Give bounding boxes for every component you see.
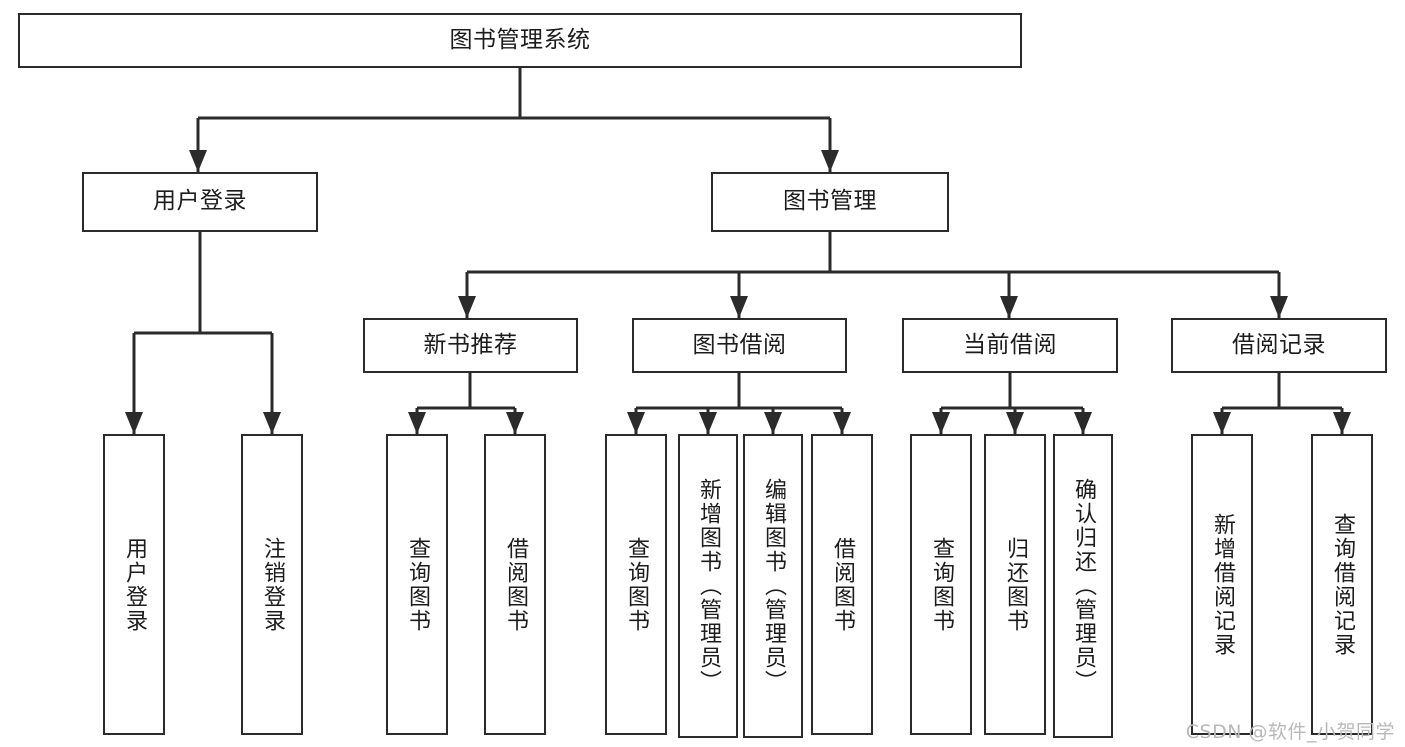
node-leaf-borrow-book-2[interactable]: 借阅图书 — [811, 434, 873, 735]
edge-arrowhead-conn-current-borrow-1 — [1006, 412, 1024, 434]
node-leaf-add-book[interactable]: 新增图书（管理员） — [678, 434, 738, 738]
node-leaf-query-record[interactable]: 查询借阅记录 — [1311, 434, 1373, 735]
node-label-leaf-query-book-3: 查询图书 — [928, 536, 954, 633]
node-leaf-user-logout[interactable]: 注销登录 — [241, 434, 303, 735]
edge-arrowhead-conn-book-borrow-1 — [699, 412, 717, 434]
node-user-login[interactable]: 用户登录 — [82, 172, 318, 232]
edge-arrowhead-conn-user-login-0 — [125, 412, 143, 434]
node-leaf-query-book-2[interactable]: 查询图书 — [605, 434, 667, 735]
node-leaf-query-book-3[interactable]: 查询图书 — [910, 434, 972, 735]
edge-arrowhead-conn-current-borrow-2 — [1074, 412, 1092, 434]
node-label-leaf-borrow-book-2: 借阅图书 — [829, 536, 855, 633]
edge-arrowhead-conn-borrow-record-1 — [1333, 412, 1351, 434]
node-label-current-borrow: 当前借阅 — [963, 331, 1057, 358]
node-label-leaf-query-record: 查询借阅记录 — [1329, 512, 1355, 657]
node-label-root: 图书管理系统 — [449, 26, 591, 53]
node-current-borrow[interactable]: 当前借阅 — [902, 318, 1118, 373]
edge-arrowhead-conn-new-book-rec-0 — [408, 412, 426, 434]
edge-arrowhead-conn-book-manage-0 — [458, 296, 476, 318]
node-leaf-add-record[interactable]: 新增借阅记录 — [1191, 434, 1253, 735]
node-leaf-borrow-book-1[interactable]: 借阅图书 — [484, 434, 546, 735]
node-borrow-record[interactable]: 借阅记录 — [1171, 318, 1387, 373]
node-label-leaf-add-book: 新增图书（管理员） — [695, 478, 721, 694]
node-label-borrow-record: 借阅记录 — [1232, 331, 1326, 358]
node-label-leaf-query-book-1: 查询图书 — [404, 536, 430, 633]
edge-arrowhead-conn-root-0 — [189, 150, 207, 172]
node-label-book-borrow: 图书借阅 — [692, 331, 787, 358]
csdn-watermark: CSDN @软件_小贺同学 — [1185, 721, 1395, 743]
edge-arrowhead-conn-book-borrow-3 — [833, 412, 851, 434]
edge-arrowhead-conn-book-borrow-2 — [764, 412, 782, 434]
node-label-leaf-query-book-2: 查询图书 — [623, 536, 649, 633]
node-new-book-rec[interactable]: 新书推荐 — [363, 318, 578, 373]
edge-arrowhead-conn-root-1 — [821, 150, 839, 172]
node-label-user-login: 用户登录 — [153, 188, 247, 215]
node-leaf-query-book-1[interactable]: 查询图书 — [386, 434, 448, 735]
node-label-leaf-return-book: 归还图书 — [1002, 536, 1028, 633]
edge-arrowhead-conn-book-manage-2 — [1000, 296, 1018, 318]
node-root[interactable]: 图书管理系统 — [18, 13, 1022, 68]
edge-arrowhead-conn-user-login-1 — [263, 412, 281, 434]
edge-arrowhead-conn-new-book-rec-1 — [506, 412, 524, 434]
node-label-leaf-edit-book: 编辑图书（管理员） — [760, 478, 786, 694]
node-label-leaf-add-record: 新增借阅记录 — [1209, 512, 1235, 657]
node-label-leaf-borrow-book-1: 借阅图书 — [502, 536, 528, 633]
node-book-borrow[interactable]: 图书借阅 — [632, 318, 847, 373]
node-label-leaf-user-login: 用户登录 — [121, 536, 147, 633]
edge-arrowhead-conn-current-borrow-0 — [932, 412, 950, 434]
node-leaf-return-book[interactable]: 归还图书 — [984, 434, 1046, 735]
node-leaf-edit-book[interactable]: 编辑图书（管理员） — [743, 434, 803, 738]
node-label-leaf-user-logout: 注销登录 — [259, 536, 285, 633]
node-leaf-confirm-return[interactable]: 确认归还（管理员） — [1053, 434, 1113, 738]
node-label-new-book-rec: 新书推荐 — [423, 331, 518, 358]
edge-arrowhead-conn-book-borrow-0 — [627, 412, 645, 434]
edge-arrowhead-conn-book-manage-1 — [730, 296, 748, 318]
node-leaf-user-login[interactable]: 用户登录 — [103, 434, 165, 735]
node-book-manage[interactable]: 图书管理 — [711, 172, 949, 232]
node-label-leaf-confirm-return: 确认归还（管理员） — [1070, 478, 1096, 694]
node-label-book-manage: 图书管理 — [783, 188, 877, 215]
edge-arrowhead-conn-book-manage-3 — [1270, 296, 1288, 318]
edge-arrowhead-conn-borrow-record-0 — [1213, 412, 1231, 434]
